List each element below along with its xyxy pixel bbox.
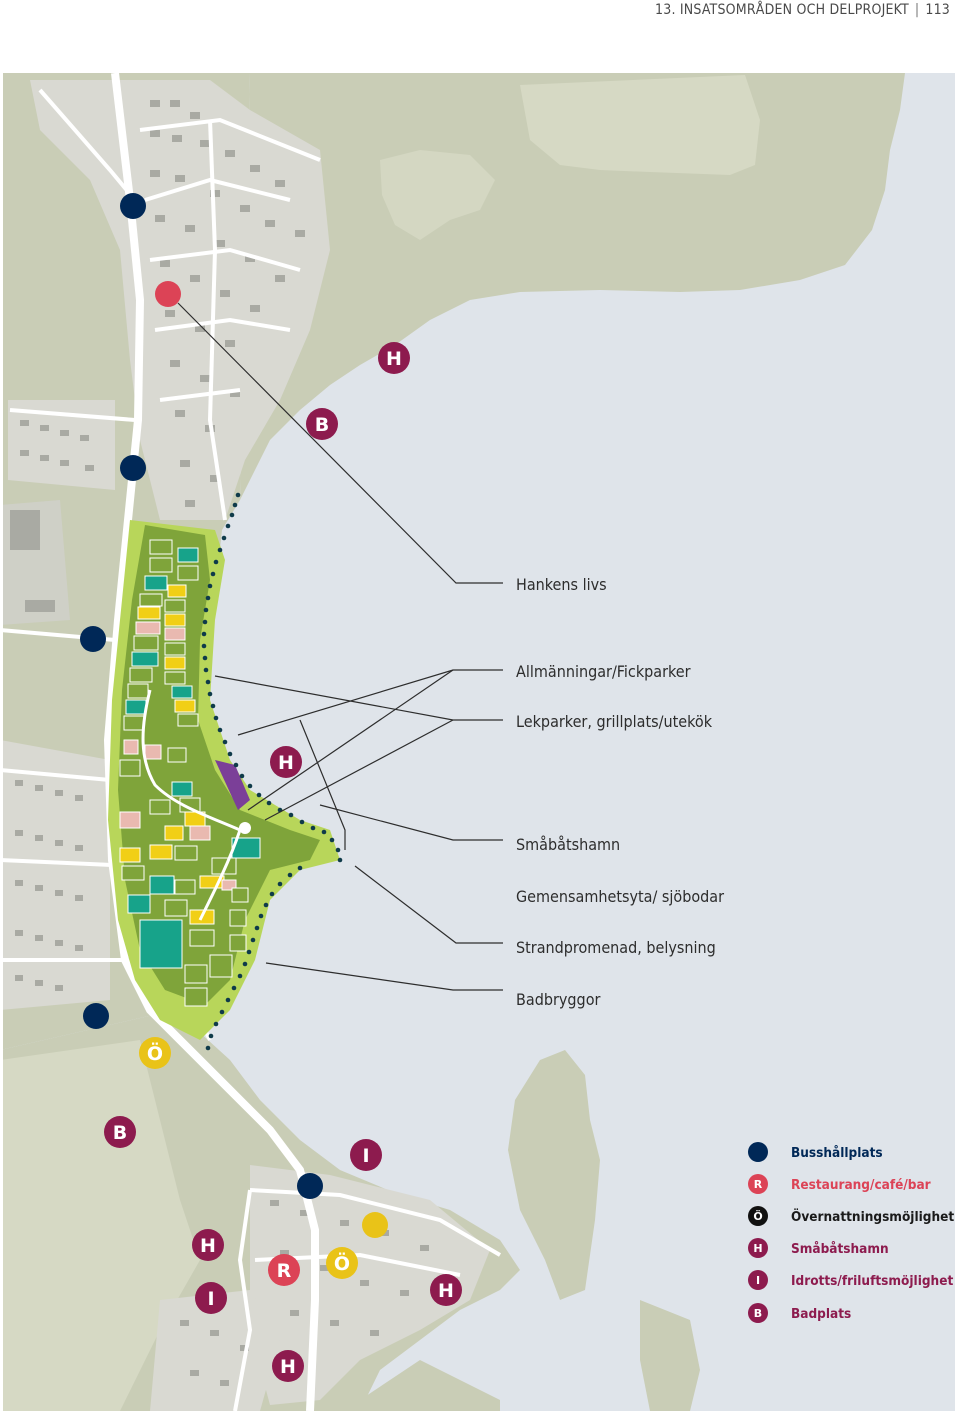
legend: Busshållplats R Restaurang/café/bar Ö Öv…	[748, 1142, 954, 1323]
map-base	[3, 73, 955, 1411]
development-blocks	[119, 539, 261, 1007]
label-lekparker: Lekparker, grillplats/utekök	[516, 712, 713, 731]
beach-marker-letter: B	[113, 1122, 127, 1144]
legend-item-beach: B Badplats	[748, 1303, 851, 1323]
harbor-marker-letter: H	[280, 1356, 296, 1378]
header-separator: |	[914, 2, 920, 18]
land-southeast-shore	[350, 1360, 500, 1411]
sports-marker: I	[195, 1282, 227, 1314]
beach-marker: B	[104, 1116, 136, 1148]
overnight-legend-icon	[748, 1206, 768, 1226]
legend-label: Övernattningsmöjlighet	[791, 1207, 954, 1225]
page-number: 113	[925, 2, 950, 18]
overnight-marker: Ö	[326, 1247, 358, 1279]
annotation-labels: Hankens livs Allmänningar/Fickparker Lek…	[516, 575, 724, 1009]
label-allmanningar: Allmänningar/Fickparker	[516, 662, 691, 681]
roundabout	[239, 822, 251, 834]
page-header: 13. INSATSOMRÅDEN OCH DELPROJEKT | 113	[655, 2, 950, 18]
label-gemensamhetsyta: Gemensamhetsyta/ sjöbodar	[516, 887, 724, 906]
legend-label: Busshållplats	[791, 1144, 883, 1161]
harbor-marker-letter: H	[386, 348, 402, 370]
bus-stop-icon	[83, 1003, 109, 1029]
legend-item-restaurant: R Restaurang/café/bar	[748, 1174, 931, 1194]
house-footprints	[10, 100, 429, 1386]
legend-letter: I	[756, 1274, 760, 1287]
harbor-marker: H	[270, 746, 302, 778]
legend-letter: B	[754, 1307, 762, 1320]
internal-street	[141, 689, 242, 921]
legend-label: Badplats	[791, 1306, 851, 1322]
legend-label: Småbåtshamn	[791, 1240, 889, 1257]
legend-label: Idrotts/friluftsmöjlighet	[791, 1273, 953, 1289]
overnight-marker: Ö	[139, 1037, 171, 1069]
harbor-building	[215, 760, 250, 810]
bus-stop-icon	[80, 626, 106, 652]
legend-item-bus: Busshållplats	[748, 1142, 883, 1162]
beach-marker: B	[306, 408, 338, 440]
sports-marker-letter: I	[362, 1145, 369, 1167]
overnight-marker-icon	[362, 1212, 388, 1238]
sports-marker-letter: I	[207, 1288, 214, 1310]
field-northeast	[520, 75, 760, 175]
label-badbryggor: Badbryggor	[516, 990, 600, 1009]
residential-west-2	[3, 740, 110, 1010]
restaurant-marker-letter: R	[277, 1260, 292, 1282]
bus-stop-legend-icon	[748, 1142, 768, 1162]
bus-stops	[80, 193, 323, 1199]
harbor-marker: H	[378, 342, 410, 374]
beach-marker-letter: B	[315, 414, 329, 436]
harbor-marker: H	[272, 1350, 304, 1382]
harbor-marker: H	[192, 1229, 224, 1261]
legend-item-harbor: H Småbåtshamn	[748, 1238, 889, 1258]
bus-stop-icon	[120, 455, 146, 481]
legend-item-overnight: Ö Övernattningsmöjlighet	[748, 1206, 954, 1226]
harbor-marker: H	[430, 1274, 462, 1306]
harbor-marker-letter: H	[438, 1280, 454, 1302]
restaurant-marker-icon	[155, 281, 181, 307]
bus-stop-icon	[297, 1173, 323, 1199]
overnight-marker-letter: Ö	[147, 1041, 163, 1065]
islet	[640, 1300, 700, 1411]
legend-label: Restaurang/café/bar	[791, 1177, 931, 1193]
section-title: 13. INSATSOMRÅDEN OCH DELPROJEKT	[655, 2, 909, 18]
legend-letter: R	[754, 1178, 763, 1191]
restaurant-legend-icon	[748, 1174, 768, 1194]
island	[508, 1050, 600, 1300]
leader-lines	[177, 302, 503, 991]
restaurant-marker: R	[268, 1254, 300, 1286]
label-smabatshamn: Småbåtshamn	[516, 835, 620, 854]
sports-marker: I	[350, 1139, 382, 1171]
harbor-marker-letter: H	[278, 752, 294, 774]
legend-item-sports: I Idrotts/friluftsmöjlighet	[748, 1270, 953, 1290]
field-south	[3, 1040, 200, 1411]
legend-letter: Ö	[753, 1209, 762, 1223]
sports-legend-icon	[748, 1270, 768, 1290]
legend-letter: H	[753, 1242, 762, 1255]
bus-stop-icon	[120, 193, 146, 219]
label-hankens-livs: Hankens livs	[516, 575, 607, 594]
label-strandpromenad: Strandpromenad, belysning	[516, 938, 716, 957]
harbor-marker-letter: H	[200, 1235, 216, 1257]
field-peninsula	[380, 150, 495, 240]
local-roads	[3, 88, 502, 1411]
beach-legend-icon	[748, 1303, 768, 1323]
overnight-marker-letter: Ö	[334, 1251, 350, 1275]
harbor-legend-icon	[748, 1238, 768, 1258]
promenade-dots	[201, 492, 343, 1051]
